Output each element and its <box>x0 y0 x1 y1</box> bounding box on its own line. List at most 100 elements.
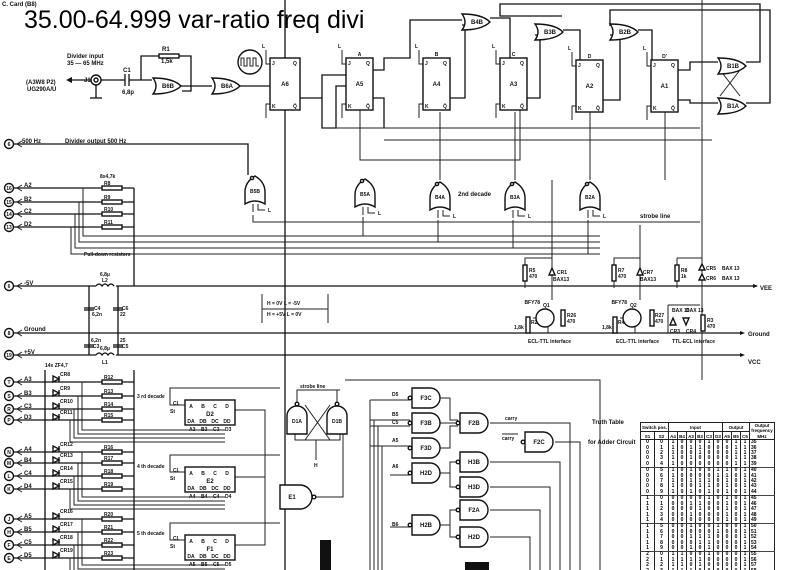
diode-cr9 <box>52 388 61 398</box>
wire <box>73 545 75 570</box>
table-cell: 1 <box>668 461 678 469</box>
table-cell: 1 <box>713 473 723 480</box>
gate-b2a-label: B2A <box>585 195 595 201</box>
wire <box>252 215 700 223</box>
input-c4-terminal <box>3 470 15 482</box>
table-cell: 50 <box>749 524 775 530</box>
wire <box>81 382 225 431</box>
table-cell: 6 <box>653 473 669 480</box>
input-name: B5 <box>24 527 32 533</box>
table-cell: 1 <box>686 568 696 570</box>
counter-output: C3 <box>213 427 220 433</box>
table-cell: 2 <box>640 568 655 570</box>
table-cell: 0 <box>713 478 723 485</box>
or-gate-body <box>533 23 564 41</box>
counter-pin-cl: CL <box>173 536 180 542</box>
table-cell: 0 <box>640 440 655 446</box>
inversion-bubble <box>434 181 440 187</box>
counter-e2 <box>184 466 236 493</box>
resistor-label: R19 <box>104 482 113 488</box>
r1-label: R1 <box>162 47 170 53</box>
wire <box>490 486 551 570</box>
carry-bar-label: carry <box>502 436 514 442</box>
q2-label: Q2 <box>630 303 637 309</box>
table-cell: 44 <box>749 489 775 497</box>
wire <box>265 50 270 65</box>
diode-cr7 <box>635 266 645 276</box>
diode-cr13 <box>52 455 61 465</box>
table-cell: 1 <box>740 445 750 452</box>
diode-label: CR14 <box>60 466 73 472</box>
gate-b1a <box>716 97 747 115</box>
table-cell: 41 <box>749 473 775 480</box>
c3-label: C3 <box>93 344 100 350</box>
input-c2-terminal <box>3 208 15 220</box>
wire <box>235 490 266 546</box>
table-cell: 1 <box>640 529 655 536</box>
inversion-bubble <box>407 445 413 451</box>
r27-label: R27 <box>655 313 664 319</box>
counter-pin: DA <box>187 486 195 492</box>
r1-value: 1,5k <box>161 59 173 65</box>
counter-pin: DD <box>223 419 231 425</box>
table-cell: 1 <box>695 450 705 457</box>
table-cell: 0 <box>713 534 723 541</box>
column-header: A5 <box>722 431 732 441</box>
counter-output: B4 <box>201 494 208 500</box>
vcc-label: VCC <box>748 360 761 366</box>
gate-b2b <box>608 23 639 41</box>
flipflop-a3 <box>499 57 528 111</box>
gate-f3b-label: F3B <box>420 421 432 427</box>
gate-b5b-label: B5B <box>250 189 260 195</box>
table-cell: 0 <box>640 478 655 485</box>
table-cell: 0 <box>722 456 732 462</box>
l2-value: 6,8µ <box>100 272 110 278</box>
resistor-label: R22 <box>104 538 113 544</box>
diodes-cr3-cr4 <box>668 316 691 327</box>
wire <box>517 210 525 217</box>
input-b4-pin: M <box>7 461 11 467</box>
wire <box>345 379 601 570</box>
gate-d1b <box>326 405 348 435</box>
table-cell: 0 <box>668 496 678 502</box>
c4-label: C4 <box>94 306 101 312</box>
nand-input-label: B6 <box>392 522 399 528</box>
or-gate-body <box>716 97 747 115</box>
table-cell: 1 <box>704 496 714 502</box>
table-cell: 0 <box>668 501 678 508</box>
input-name: B4 <box>24 458 32 464</box>
cr7-label: CR7 <box>643 270 653 276</box>
arrow-icon <box>16 472 23 480</box>
input-name: D2 <box>24 222 32 228</box>
table-cell: 0 <box>695 512 705 518</box>
table-cell: 0 <box>695 468 705 474</box>
or-gate-body <box>608 23 639 41</box>
strobe-line-label-2: strobe line <box>300 384 326 390</box>
level-low: L <box>492 44 495 50</box>
table-cell: 0 <box>713 484 723 490</box>
counter-pin: C <box>213 404 217 410</box>
table-cell: 55 <box>749 552 775 558</box>
table-cell: 1 <box>695 506 705 513</box>
strobe-line-label: strobe line <box>640 214 671 220</box>
table-cell: 0 <box>722 445 732 452</box>
arrow-icon <box>740 331 745 335</box>
diode-cr8 <box>52 374 61 384</box>
flipflop-label: A2 <box>586 84 594 90</box>
input-c3-terminal <box>3 403 15 415</box>
arrow-icon <box>16 541 23 549</box>
table-cell: 0 <box>722 529 732 536</box>
gate-f2a <box>459 499 489 521</box>
table-cell: 0 <box>722 568 732 570</box>
input-a5-pin: J <box>8 517 11 523</box>
gate-h2d <box>459 526 489 548</box>
arrow-icon <box>16 405 23 413</box>
wire <box>603 34 621 101</box>
pin-k: K <box>653 106 657 112</box>
flipflop-a2 <box>575 59 604 113</box>
table-cell: 0 <box>731 473 741 480</box>
